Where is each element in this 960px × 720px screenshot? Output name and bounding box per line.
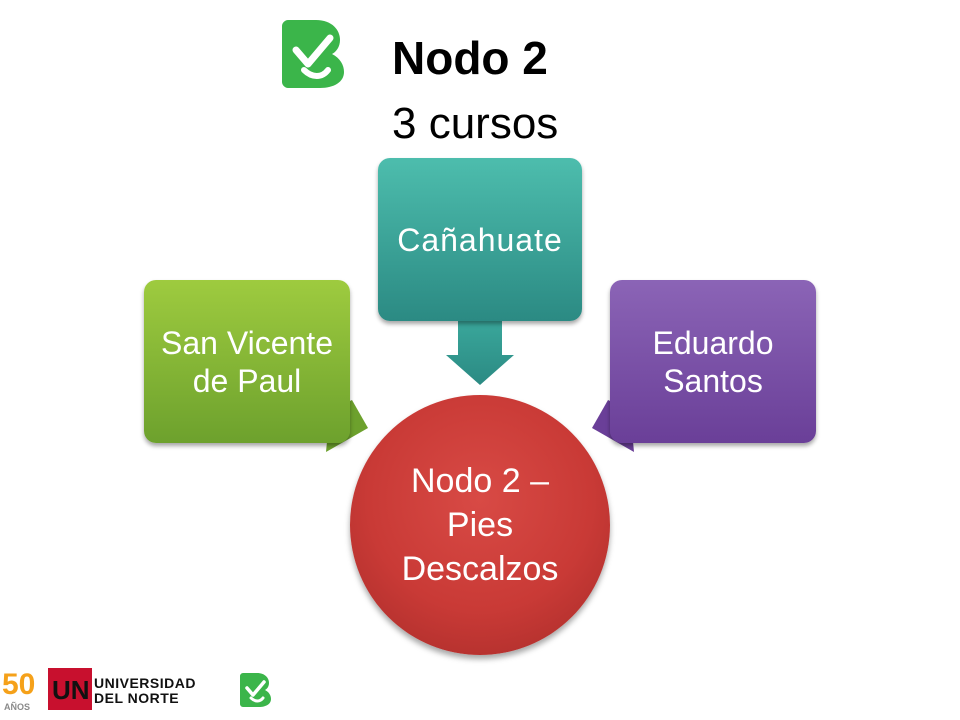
check-b-logo-icon <box>240 673 271 707</box>
svg-text:50: 50 <box>2 668 35 701</box>
university-line-2: DEL NORTE <box>94 690 180 706</box>
node-eduardo-santos: Eduardo Santos <box>610 280 816 443</box>
node-label: Eduardo Santos <box>652 324 774 399</box>
university-line-1: UNIVERSIDAD <box>94 675 196 691</box>
node-canahuate: Cañahuate <box>378 158 582 321</box>
node-label: Cañahuate <box>397 221 563 258</box>
un-shield-logo-icon: UN <box>48 668 92 710</box>
center-node-label: Nodo 2 – Pies Descalzos <box>401 462 559 588</box>
fifty-years-logo-icon: 50 AÑOS <box>2 668 35 712</box>
check-b-logo-icon <box>282 20 344 88</box>
center-node-pies-descalzos: Nodo 2 – Pies Descalzos <box>350 395 610 655</box>
svg-text:AÑOS: AÑOS <box>4 702 30 712</box>
node-san-vicente-de-paul: San Vicente de Paul <box>144 280 350 443</box>
top-arrow <box>446 320 514 385</box>
node-label: San Vicente de Paul <box>161 324 333 399</box>
svg-text:UN: UN <box>52 675 90 705</box>
page-title: Nodo 2 <box>392 32 548 84</box>
page-subtitle: 3 cursos <box>392 99 559 148</box>
university-name: UNIVERSIDAD DEL NORTE <box>94 676 214 706</box>
